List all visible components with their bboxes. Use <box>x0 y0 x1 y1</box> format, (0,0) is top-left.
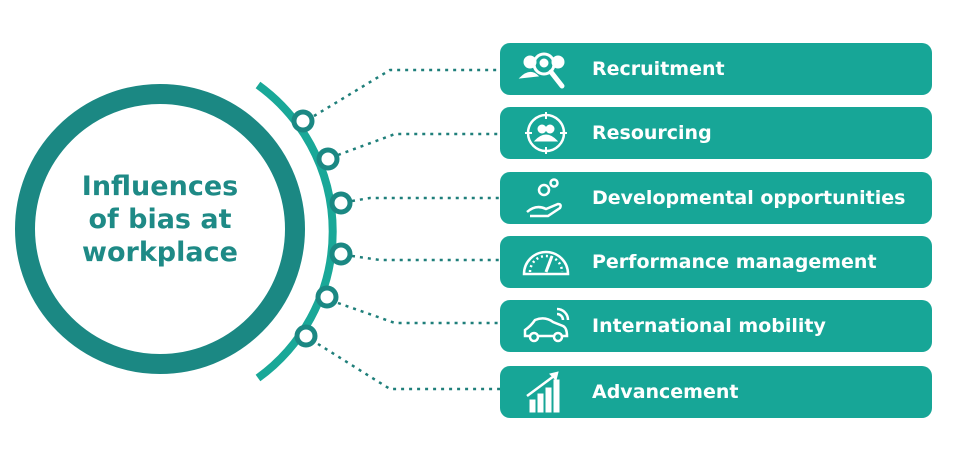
item-label: Advancement <box>592 381 739 403</box>
center-line: workplace <box>82 237 238 268</box>
node <box>315 285 339 309</box>
item-label: Performance management <box>592 251 877 273</box>
item-recruitment: Recruitment <box>500 43 932 95</box>
car-icon <box>516 300 576 352</box>
item-international-mobility: International mobility <box>500 300 932 352</box>
node <box>316 147 340 171</box>
node <box>329 191 353 215</box>
node <box>294 324 318 348</box>
connector-line <box>337 132 500 157</box>
people-search-icon <box>516 43 576 95</box>
node <box>291 109 315 133</box>
growth-chart-icon <box>516 366 576 418</box>
center-title: Influences of bias at workplace <box>60 170 260 269</box>
item-resourcing: Resourcing <box>500 107 932 159</box>
connector-line <box>313 68 500 118</box>
item-advancement: Advancement <box>500 366 932 418</box>
item-label: International mobility <box>592 315 826 337</box>
item-label: Resourcing <box>592 122 712 144</box>
connector-line <box>351 196 500 203</box>
hand-gears-icon <box>516 172 576 224</box>
connector-line <box>351 254 500 262</box>
center-ring <box>15 84 305 374</box>
connector-line <box>317 342 500 391</box>
item-developmental-opportunities: Developmental opportunities <box>500 172 932 224</box>
center-line: Influences <box>81 171 239 202</box>
center-line: of bias at <box>88 204 232 235</box>
item-label: Recruitment <box>592 58 725 80</box>
people-target-icon <box>516 107 576 159</box>
node <box>329 242 353 266</box>
connector-line <box>337 301 500 325</box>
item-label: Developmental opportunities <box>592 187 906 209</box>
speedometer-icon <box>516 236 576 288</box>
item-performance-management: Performance management <box>500 236 932 288</box>
